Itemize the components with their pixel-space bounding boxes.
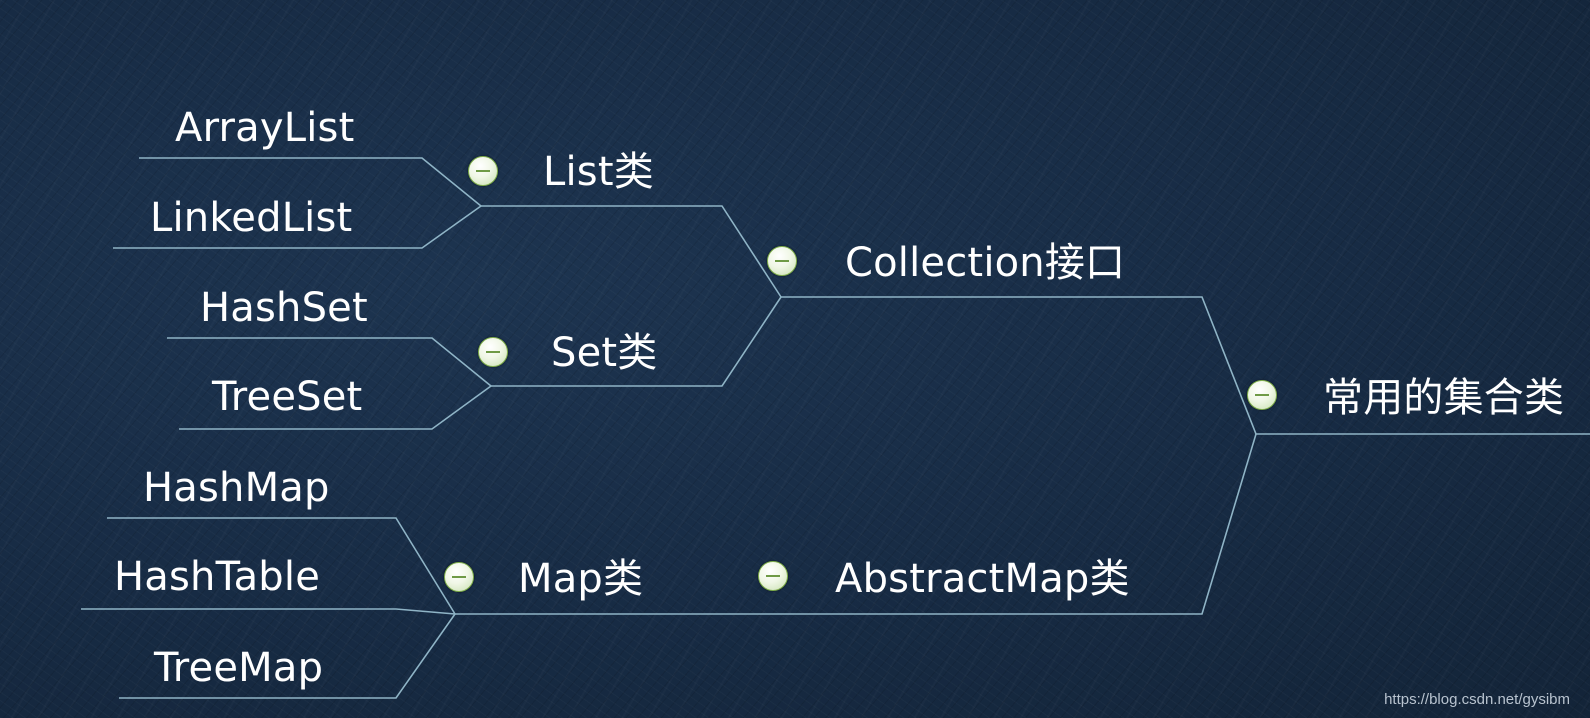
minus-icon — [775, 260, 789, 262]
leaf-array-list[interactable]: ArrayList — [175, 105, 355, 151]
watermark-text: https://blog.csdn.net/gysibm — [1384, 691, 1570, 708]
node-map[interactable]: Map类 — [518, 556, 644, 602]
edge-set-hashset — [167, 337, 492, 387]
edge-root — [455, 433, 1590, 615]
leaf-linked-list[interactable]: LinkedList — [150, 195, 353, 241]
node-list[interactable]: List类 — [543, 149, 654, 195]
minus-circle-icon[interactable] — [478, 337, 508, 367]
minus-icon — [486, 351, 500, 353]
leaf-hash-set[interactable]: HashSet — [200, 285, 368, 331]
minus-circle-icon[interactable] — [758, 561, 788, 591]
edge-collection-set — [491, 296, 782, 387]
edge-map-hashtable — [81, 608, 456, 615]
minus-icon — [766, 575, 780, 577]
edge-collection-list — [481, 205, 782, 298]
minus-icon — [452, 576, 466, 578]
minus-circle-icon[interactable] — [444, 562, 474, 592]
node-abstract-map[interactable]: AbstractMap类 — [835, 556, 1130, 602]
edge-map-treemap — [119, 613, 456, 699]
minus-icon — [476, 170, 490, 172]
node-collection[interactable]: Collection接口 — [845, 240, 1126, 286]
minus-circle-icon[interactable] — [1247, 380, 1277, 410]
leaf-hash-map[interactable]: HashMap — [143, 465, 330, 511]
minus-circle-icon[interactable] — [468, 156, 498, 186]
edge-map-hashmap — [107, 517, 456, 615]
leaf-hash-table[interactable]: HashTable — [114, 554, 321, 600]
edge-set-treeset — [179, 385, 492, 430]
node-root[interactable]: 常用的集合类 — [1323, 375, 1565, 421]
node-set[interactable]: Set类 — [551, 330, 658, 376]
edge-list-linkedlist — [113, 205, 482, 249]
edge-list-arraylist — [139, 157, 482, 207]
leaf-tree-map[interactable]: TreeMap — [154, 645, 324, 691]
leaf-tree-set[interactable]: TreeSet — [212, 374, 363, 420]
edge-root-collection — [781, 296, 1257, 435]
minus-circle-icon[interactable] — [767, 246, 797, 276]
minus-icon — [1255, 394, 1269, 396]
